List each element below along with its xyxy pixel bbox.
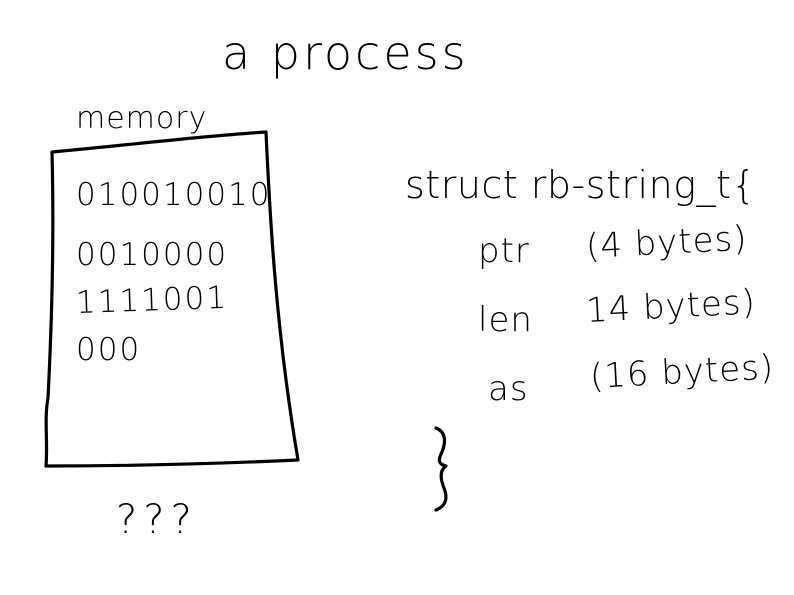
struct-field-name: as bbox=[488, 369, 529, 409]
page-title: a process bbox=[222, 26, 469, 80]
memory-bits-row: 0010000 bbox=[76, 237, 229, 273]
memory-box bbox=[44, 130, 300, 468]
unknown-marks: ??? bbox=[116, 497, 198, 543]
memory-label: memory bbox=[76, 101, 208, 136]
struct-field-name: ptr bbox=[478, 231, 530, 271]
struct-field-size: 14 bytes) bbox=[584, 282, 757, 331]
memory-bits-row: 010010010 bbox=[76, 177, 272, 213]
memory-bits-row: 000 bbox=[76, 332, 142, 368]
struct-field-size: (16 bytes) bbox=[588, 347, 776, 397]
closing-brace bbox=[434, 426, 448, 512]
memory-bits-row: 1111001 bbox=[75, 279, 229, 321]
struct-field-size: (4 bytes) bbox=[584, 218, 749, 267]
struct-field-name: len bbox=[478, 300, 533, 340]
struct-declaration: struct rb-string_t{ bbox=[405, 163, 757, 207]
